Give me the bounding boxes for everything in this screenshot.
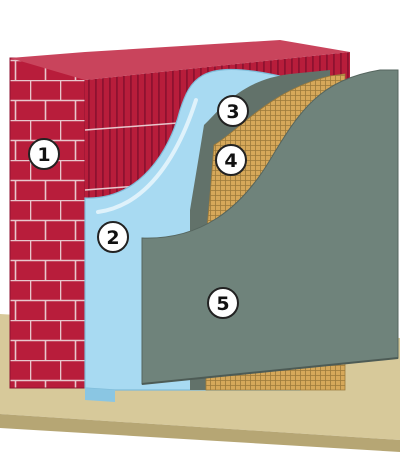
callout-5: 5 xyxy=(207,287,239,319)
brick-wall-top xyxy=(10,40,350,80)
callout-2-label: 2 xyxy=(106,227,119,249)
callout-3-label: 3 xyxy=(226,101,239,123)
callout-1-label: 1 xyxy=(37,144,50,166)
callout-3: 3 xyxy=(217,95,249,127)
render-finish-layer xyxy=(141,69,399,385)
brick-wall-front xyxy=(10,58,85,388)
callout-1: 1 xyxy=(28,138,60,170)
callout-4: 4 xyxy=(215,144,247,176)
callout-2: 2 xyxy=(97,221,129,253)
callout-5-label: 5 xyxy=(216,293,229,315)
callout-4-label: 4 xyxy=(224,150,237,172)
